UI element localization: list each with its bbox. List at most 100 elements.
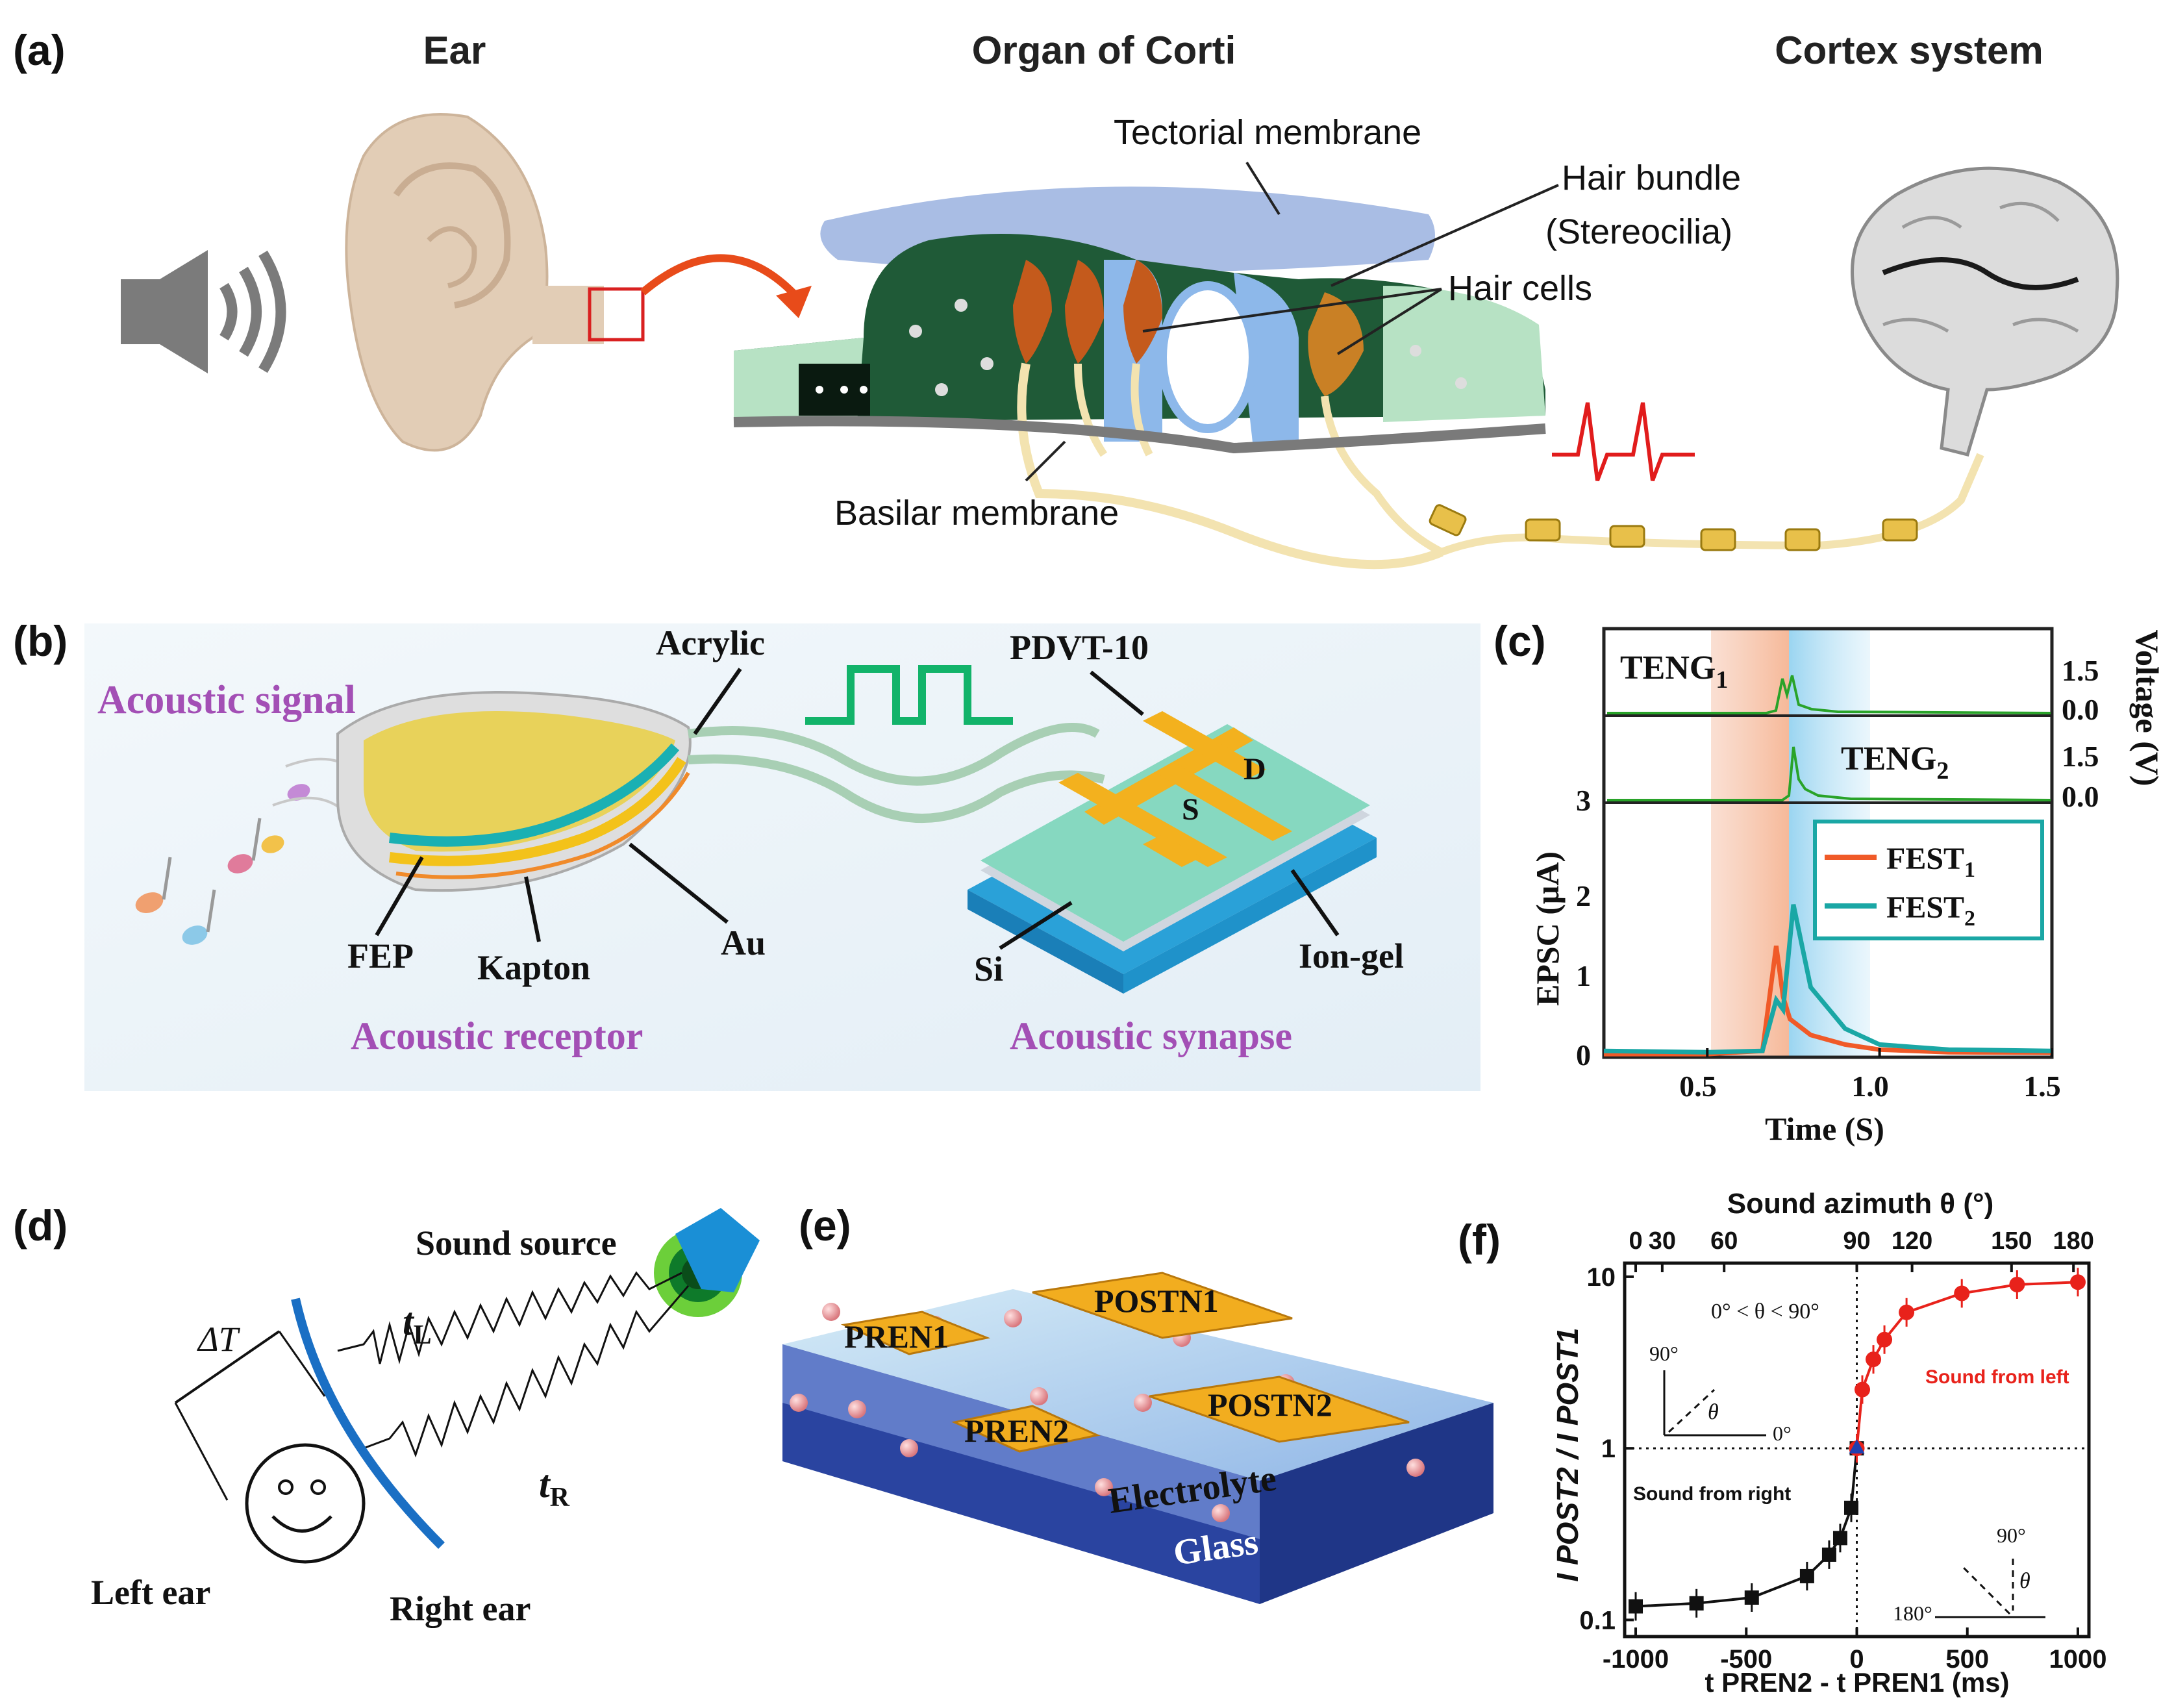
panel-d-tag: (d) <box>13 1201 68 1250</box>
panel-f-top-tick-6: 180 <box>2053 1227 2093 1255</box>
sound-source-label: Sound source <box>416 1224 617 1262</box>
acoustic-synapse-device <box>968 711 1377 994</box>
delta-t-label: ΔT <box>197 1320 241 1359</box>
panel-f-xtick-2: 0 <box>1849 1645 1864 1674</box>
postn2-label: POSTN2 <box>1208 1387 1332 1423</box>
panel-c-tag: (c) <box>1493 617 1546 665</box>
panel-c-ytick-left-0: 0 <box>1576 1038 1591 1072</box>
panel-f-top-tick-5: 150 <box>1991 1227 2032 1255</box>
postn1-label: POSTN1 <box>1094 1283 1219 1319</box>
right-ear-label: Right ear <box>390 1589 531 1628</box>
teng2-label: TENG2 <box>1841 740 1949 785</box>
teng2-trace <box>1607 746 2051 801</box>
left-wave-path <box>337 1271 682 1364</box>
point-left-3 <box>1877 1331 1893 1348</box>
point-left-2 <box>1866 1351 1882 1368</box>
acrylic-pointer <box>693 668 742 735</box>
inset1-90: 90° <box>1649 1342 1679 1365</box>
series-left-line <box>1855 1281 2079 1449</box>
point-left-5 <box>1954 1285 1970 1301</box>
panel-e: (e) PREN1 PREN2 POSTN1 POSTN2 Electrolyt… <box>782 1201 1493 1604</box>
panel-c-ytick-left-1: 1 <box>1576 959 1591 992</box>
fep-label: FEP <box>347 936 414 975</box>
stereocilia-label: (Stereocilia) <box>1545 212 1732 251</box>
hair-bundle-pointer <box>1330 184 1559 287</box>
panel-f-xtick-4: 1000 <box>2049 1645 2106 1674</box>
point-right-6 <box>1843 1500 1858 1515</box>
point-right-3 <box>1799 1568 1814 1583</box>
synapse-label: Acoustic synapse <box>1010 1014 1292 1057</box>
pdvt-label: PDVT-10 <box>1010 628 1149 667</box>
pren1-pad <box>840 1311 991 1355</box>
fep-pointer <box>375 856 424 936</box>
sound-right-label: Sound from right <box>1633 1483 1791 1505</box>
panel-f-top-tick-1: 30 <box>1649 1227 1676 1255</box>
point-right-1 <box>1689 1596 1704 1611</box>
panel-c-ytick-left-2: 2 <box>1576 879 1591 912</box>
head-icon <box>245 1443 366 1564</box>
panel-f-xtick-0: -1000 <box>1603 1645 1669 1674</box>
sound-source-icon <box>654 1208 760 1317</box>
inset1-condition: 0° < θ < 90° <box>1711 1300 1819 1324</box>
cortex-title: Cortex system <box>1775 29 2043 72</box>
panel-c-legend-box <box>1813 820 2044 940</box>
postn1-pad <box>1032 1272 1293 1339</box>
panel-c-ylabel-right: Voltage (V) <box>2129 629 2161 786</box>
panel-c-ytick-right-3: 0.0 <box>2062 780 2099 813</box>
drain-d-label: D <box>1243 752 1266 786</box>
right-wave-path <box>363 1285 690 1458</box>
panel-f-xlabel: t PREN2 - t PREN1 (ms) <box>1705 1667 2009 1698</box>
pren2-pad <box>951 1405 1101 1453</box>
pdvt-pointer <box>1090 670 1144 716</box>
tectorial-pointer <box>1245 161 1280 216</box>
panel-c-ytick-left-3: 3 <box>1576 784 1591 817</box>
acoustic-receptor-device <box>336 691 692 892</box>
panel-f-xtick-1: -500 <box>1720 1645 1772 1674</box>
au-label: Au <box>721 923 766 962</box>
glass-front-right <box>1260 1403 1493 1604</box>
si-label: Si <box>974 949 1003 988</box>
hair-bundle-label: Hair bundle <box>1562 158 1741 197</box>
panel-a: (a) Ear Organ of Corti Cortex system <box>13 26 2119 570</box>
panel-f-top-label: Sound azimuth θ (°) <box>1727 1188 1993 1220</box>
panel-f-xtick-3: 500 <box>1945 1645 1989 1674</box>
panel-f-top-tick-2: 60 <box>1710 1227 1738 1255</box>
panel-c-frame <box>1602 627 2054 1059</box>
acoustic-signal-label: Acoustic signal <box>97 678 356 722</box>
wavefront-arc <box>291 1298 445 1549</box>
ion-gel-pointer <box>1290 869 1340 936</box>
tl-label: tL <box>403 1300 432 1350</box>
ion-gel-label: Ion-gel <box>1299 936 1404 975</box>
panel-c-ytick-right-1: 0.0 <box>2062 693 2099 726</box>
inset2-180: 180° <box>1893 1601 1932 1625</box>
panel-f-ytick-1: 1 <box>1601 1435 1616 1463</box>
panel-c-xlabel: Time (S) <box>1765 1111 1884 1147</box>
point-left-6 <box>2009 1277 2025 1293</box>
panel-e-tag: (e) <box>799 1201 851 1250</box>
panel-f-top-tick-0: 0 <box>1629 1227 1642 1255</box>
panel-c-xtick-2: 1.5 <box>2023 1070 2061 1103</box>
panel-c-pink-band <box>1711 629 1789 1057</box>
tr-label: tR <box>539 1463 570 1513</box>
basilar-pointer <box>1025 440 1066 482</box>
panel-f-top-tick-3: 90 <box>1843 1227 1870 1255</box>
hair-cells-label: Hair cells <box>1448 269 1592 308</box>
nerve-fiber <box>1429 453 1984 556</box>
hair-cells-pointer-1 <box>1142 288 1442 333</box>
point-right-5 <box>1832 1531 1847 1546</box>
series-fest2-line <box>1603 904 2053 1055</box>
au-pointer <box>629 842 729 924</box>
kapton-pointer <box>524 876 541 942</box>
teng1-trace <box>1607 675 2051 714</box>
left-ear-label: Left ear <box>91 1573 210 1612</box>
legend-fest1-label: FEST1 <box>1886 842 1975 882</box>
panel-f-ylabel: I POST2 / I POST1 <box>1551 1327 1584 1581</box>
inset1-axes <box>1663 1370 1766 1437</box>
point-right-2 <box>1744 1590 1759 1605</box>
zoom-arrowhead <box>776 286 812 318</box>
tectorial-label: Tectorial membrane <box>1114 113 1421 152</box>
panel-c-ytick-right-2: 1.5 <box>2062 740 2099 773</box>
